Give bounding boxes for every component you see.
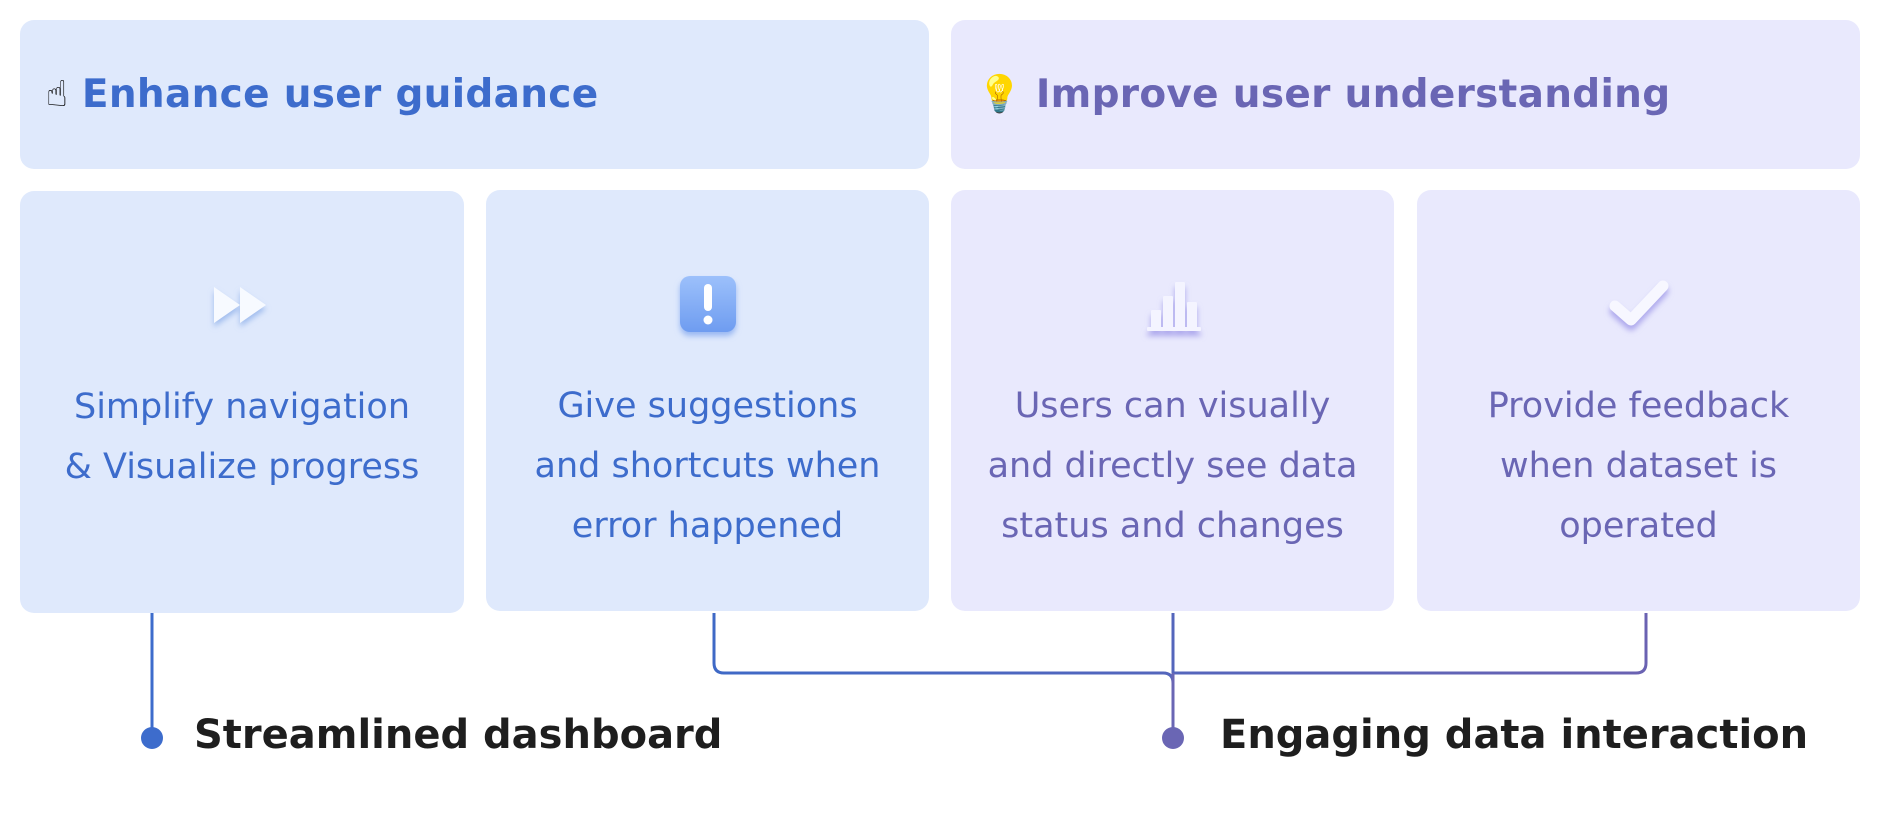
card-line: Give suggestions — [557, 386, 858, 426]
category-title: Improve user understanding — [1035, 72, 1671, 117]
card-line: & Visualize progress — [64, 447, 420, 487]
outcome-streamlined-dashboard: Streamlined dashboard — [194, 712, 723, 758]
card-visual-data-status: Users can visually and directly see data… — [951, 190, 1394, 611]
card-provide-feedback: Provide feedback when dataset is operate… — [1417, 190, 1860, 611]
fast-forward-icon — [206, 271, 278, 343]
card-simplify-navigation: Simplify navigation & Visualize progress — [20, 191, 464, 613]
card-give-suggestions: Give suggestions and shortcuts when erro… — [486, 190, 929, 611]
card-line: and directly see data — [987, 446, 1358, 486]
card-line: Simplify navigation — [73, 387, 411, 427]
outcome-dot-streamlined — [141, 727, 163, 749]
card-line: Provide feedback — [1487, 386, 1790, 426]
card-line: Users can visually — [1014, 386, 1331, 426]
card-description: Users can visually and directly see data… — [951, 376, 1394, 556]
card-line: operated — [1559, 506, 1718, 546]
card-description: Simplify navigation & Visualize progress — [20, 377, 464, 497]
category-header-guidance: ☝ Enhance user guidance — [20, 20, 929, 169]
card-line: error happened — [571, 506, 844, 546]
card-line: when dataset is — [1499, 446, 1778, 486]
connector-bracket — [712, 613, 1648, 684]
pointing-hand-icon: ☝ — [46, 73, 68, 115]
card-line: and shortcuts when — [534, 446, 881, 486]
card-description: Give suggestions and shortcuts when erro… — [486, 376, 929, 556]
checkmark-icon — [1603, 270, 1675, 342]
outcome-engaging-data-interaction: Engaging data interaction — [1220, 712, 1809, 758]
category-header-understanding: 💡 Improve user understanding — [951, 20, 1860, 169]
card-line: status and changes — [1001, 506, 1344, 546]
outcome-dot-engaging — [1162, 727, 1184, 749]
light-bulb-icon: 💡 — [977, 73, 1022, 115]
bar-chart-icon — [1137, 270, 1209, 342]
card-description: Provide feedback when dataset is operate… — [1417, 376, 1860, 556]
exclamation-icon — [672, 270, 744, 342]
category-title: Enhance user guidance — [81, 72, 599, 117]
